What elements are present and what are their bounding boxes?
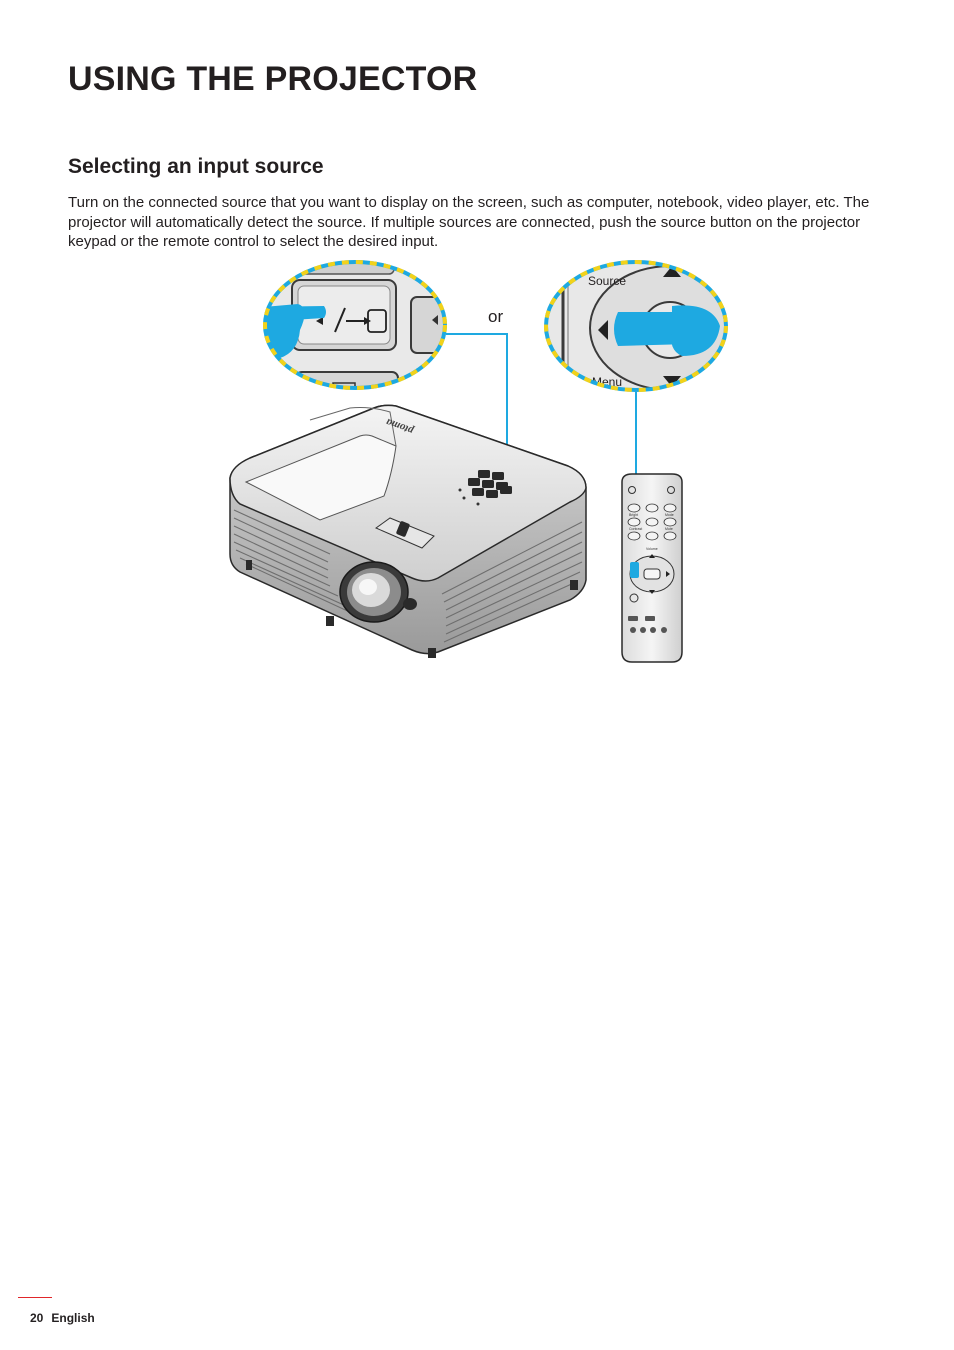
page-number: 20 — [30, 1311, 44, 1325]
remote-zoom-circle: Source Menu — [546, 262, 726, 390]
svg-text:Volume: Volume — [646, 547, 658, 551]
remote-zoom-source-label: Source — [588, 274, 626, 288]
svg-text:Mute: Mute — [665, 527, 673, 531]
keypad-callout-line — [446, 333, 508, 488]
footer-accent-rule — [18, 1297, 52, 1298]
section-heading: Selecting an input source — [68, 155, 324, 178]
page-footer: 20 English — [30, 1311, 95, 1325]
remote-control-illustration: Bright Mode Contrast Mute Volume — [621, 473, 683, 663]
page-title: USING THE PROJECTOR — [68, 60, 478, 98]
projector-illustration: ptoma — [229, 404, 587, 658]
svg-text:Contrast: Contrast — [629, 527, 642, 531]
or-label: or — [488, 307, 503, 326]
input-source-illustration: Source Menu or ptoma — [220, 260, 740, 670]
body-paragraph: Turn on the connected source that you wa… — [68, 194, 870, 250]
svg-text:Bright: Bright — [629, 513, 638, 517]
svg-text:Mode: Mode — [665, 513, 674, 517]
footer-language: English — [51, 1311, 95, 1325]
